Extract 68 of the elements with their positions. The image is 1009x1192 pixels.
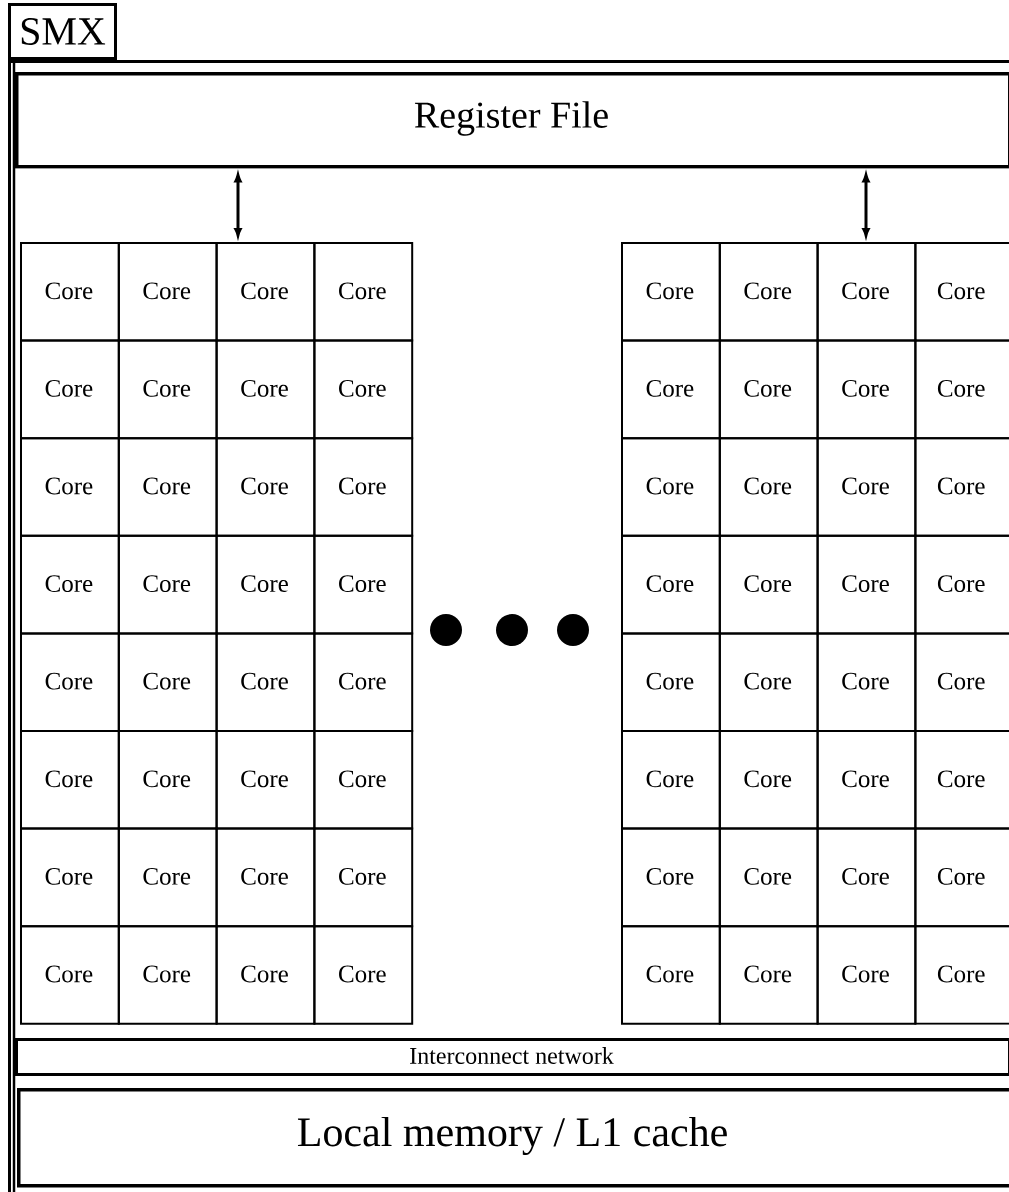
- core-cell: Core: [816, 534, 917, 635]
- core-cell: Core: [718, 534, 819, 635]
- core-cell: Core: [718, 827, 819, 928]
- core-cell: Core: [914, 437, 1009, 537]
- core-cell: Core: [816, 827, 917, 928]
- core-cell: Core: [816, 730, 917, 830]
- core-cell: Core: [215, 339, 316, 440]
- core-cell: Core: [816, 242, 917, 342]
- core-cell: Core: [914, 242, 1009, 342]
- core-cell: Core: [313, 534, 414, 635]
- core-cell: Core: [718, 242, 819, 342]
- core-cell: Core: [718, 437, 819, 537]
- core-cell: Core: [718, 339, 819, 440]
- core-cell: Core: [621, 827, 721, 928]
- core-cell: Core: [215, 534, 316, 635]
- core-cell: Core: [313, 339, 414, 440]
- core-cell: Core: [914, 730, 1009, 830]
- core-cell: Core: [117, 632, 218, 732]
- core-cell: Core: [914, 925, 1009, 1025]
- core-cell: Core: [718, 730, 819, 830]
- core-cell: Core: [621, 925, 721, 1025]
- core-cell: Core: [20, 437, 120, 537]
- core-cell: Core: [816, 437, 917, 537]
- core-cell: Core: [621, 730, 721, 830]
- core-cell: Core: [914, 534, 1009, 635]
- core-cell: Core: [313, 632, 414, 732]
- core-cell: Core: [117, 339, 218, 440]
- node-label: SMX: [21, 18, 106, 45]
- core-cell: Core: [816, 925, 917, 1025]
- core-cell: Core: [117, 730, 218, 830]
- core-cell: Core: [117, 242, 218, 342]
- core-cell: Core: [20, 339, 120, 440]
- core-cell: Core: [621, 632, 721, 732]
- core-cell: Core: [215, 925, 316, 1025]
- core-cell: Core: [313, 925, 414, 1025]
- core-cell: Core: [117, 437, 218, 537]
- core-cell: Core: [313, 437, 414, 537]
- core-cell: Core: [313, 827, 414, 928]
- core-cell: Core: [718, 632, 819, 732]
- core-cell: Core: [117, 925, 218, 1025]
- core-cell: Core: [20, 242, 120, 342]
- interconnect-bar: Interconnect network: [15, 1038, 1009, 1076]
- core-cell: Core: [914, 339, 1009, 440]
- core-cell: Core: [914, 827, 1009, 928]
- core-cell: Core: [215, 730, 316, 830]
- core-cell: Core: [20, 534, 120, 635]
- core-cell: Core: [816, 632, 917, 732]
- core-cell: Core: [215, 437, 316, 537]
- core-cell: Core: [215, 632, 316, 732]
- memory-block: Local memory / L1 cache: [17, 1088, 1009, 1188]
- core-cell: Core: [621, 339, 721, 440]
- core-cell: Core: [215, 242, 316, 342]
- core-cell: Core: [621, 534, 721, 635]
- core-cell: Core: [117, 827, 218, 928]
- core-cell: Core: [313, 730, 414, 830]
- core-cell: Core: [621, 242, 721, 342]
- core-cell: Core: [215, 827, 316, 928]
- core-cell: Core: [20, 925, 120, 1025]
- core-cell: Core: [718, 925, 819, 1025]
- memory-block: Register File: [15, 72, 1009, 169]
- core-cell: Core: [914, 632, 1009, 732]
- core-cell: Core: [20, 827, 120, 928]
- core-cell: Core: [20, 632, 120, 732]
- core-cell: Core: [313, 242, 414, 342]
- core-cell: Core: [20, 730, 120, 830]
- core-cell: Core: [816, 339, 917, 440]
- core-cell: Core: [621, 437, 721, 537]
- core-cell: Core: [117, 534, 218, 635]
